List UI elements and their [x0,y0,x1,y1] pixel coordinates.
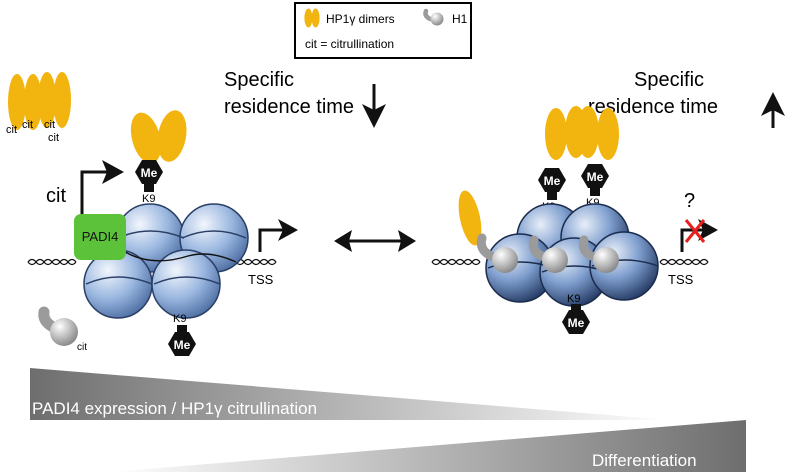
me-hexagon-bottom: Me [168,325,196,356]
left-cit-label: cit [46,185,66,207]
equilibrium-double-arrow-icon [334,230,416,252]
legend-h1-label: H1 [452,12,468,26]
dna-strand-right-right [659,258,709,266]
padi4-enzyme: PADI4 [74,214,126,260]
tss-arrow-left-icon [258,219,298,252]
left-residence-line2: residence time [224,96,354,118]
left-panel: cit cit cit cit Specific residence time … [6,69,386,356]
cit-mark-1: cit [6,124,17,136]
left-residence-line1: Specific [224,69,294,91]
question-mark: ? [684,190,695,212]
me-hexagon-right-2: Me [581,164,609,196]
me-hexagon-top: Me [135,160,163,192]
tss-label-left: TSS [248,272,274,287]
cit-mark-2: cit [22,119,33,131]
arrow-up-icon [761,92,785,128]
hp1-bound-dimers-right-icon [545,106,619,160]
h1-bound-icon-1 [476,233,518,273]
right-residence-line2: residence time [588,96,718,118]
cit-transcription-arrow-icon [80,160,124,214]
legend-box: HP1γ dimers H1 cit = citrullination [294,2,472,59]
legend-cit-label: cit = citrullination [305,37,394,51]
tss-label-right: TSS [668,272,694,287]
right-panel: Specific residence time Me K9 Me K9 [431,69,785,334]
padi4-gradient-label: PADI4 expression / HP1γ citrullination [32,399,317,418]
h1-bound-icon-2 [528,235,568,273]
me-label-right-bottom: Me [568,316,585,330]
arrow-down-icon [362,84,386,128]
blocked-x-icon [684,219,706,243]
dna-strand-right-left [431,258,481,266]
differentiation-gradient: Differentiation [110,420,746,472]
k9-label-right-bottom: K9 [567,293,580,305]
right-residence-line1: Specific [634,69,704,91]
h1-cit-label: cit [77,342,87,353]
hp1-free-dimers-icon [8,72,71,130]
padi4-label: PADI4 [82,229,119,244]
differentiation-label: Differentiation [592,451,697,470]
hp1-side-dimer-icon [458,190,482,246]
cit-mark-4: cit [48,132,59,144]
me-hexagon-right-bottom: Me [562,304,590,334]
me-hexagon-right-1: Me [538,168,566,200]
cit-mark-3: cit [44,119,55,131]
k9-label-top: K9 [142,193,155,205]
hp1-bound-dimer-icon [130,110,187,164]
h1-bound-icon-3 [578,235,619,273]
dna-strand-left [27,258,77,266]
me-label-right-2: Me [587,170,604,184]
h1-citrullinated-icon [38,306,78,346]
me-label-top: Me [141,166,158,180]
k9-label-bottom: K9 [173,313,186,325]
me-label-right-1: Me [544,174,561,188]
legend-hp1-label: HP1γ dimers [326,12,395,26]
padi4-expression-gradient: PADI4 expression / HP1γ citrullination [30,368,670,420]
me-label-bottom: Me [174,338,191,352]
